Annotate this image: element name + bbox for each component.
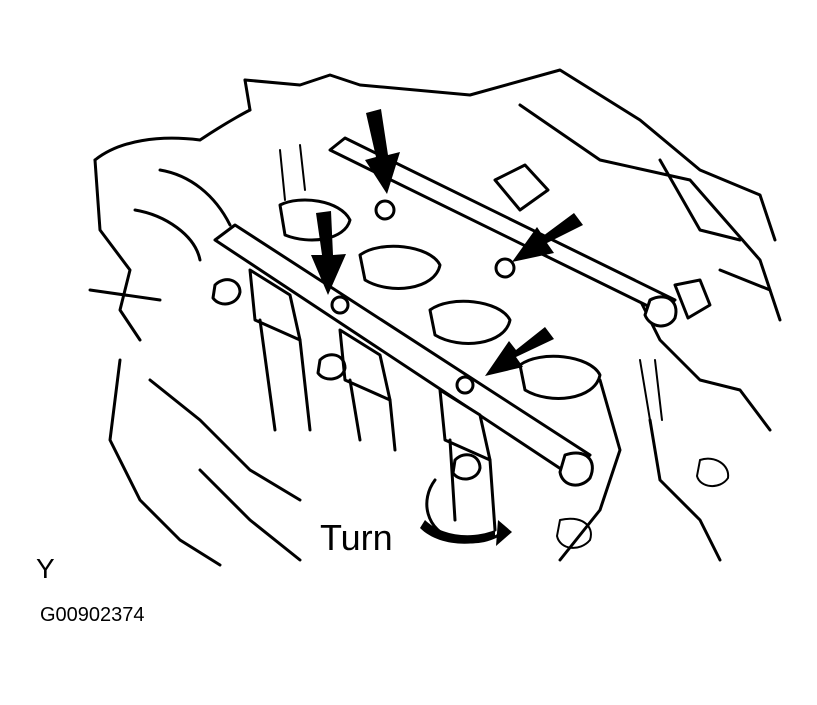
injector-connectors: [211, 278, 482, 481]
turn-direction-arrow: [420, 478, 512, 546]
intake-ports: [278, 198, 602, 400]
view-letter: Y: [36, 553, 55, 584]
arrow-icon: [485, 327, 554, 376]
engine-block-outline: [88, 68, 782, 567]
arrow-icon: [512, 213, 583, 262]
bolt-3: [330, 295, 350, 315]
turn-label: Turn: [320, 517, 393, 558]
arrow-icon: [311, 211, 346, 295]
bolt-1: [374, 199, 396, 221]
pointer-arrows: [311, 109, 583, 376]
bolt-4: [455, 375, 475, 395]
figure-code: G00902374: [40, 604, 145, 626]
arrow-icon: [365, 109, 400, 194]
front-fuel-rail: [213, 223, 594, 532]
rear-fuel-rail: [328, 136, 712, 328]
mounting-bolts: [330, 199, 516, 395]
bolt-2: [494, 257, 516, 279]
